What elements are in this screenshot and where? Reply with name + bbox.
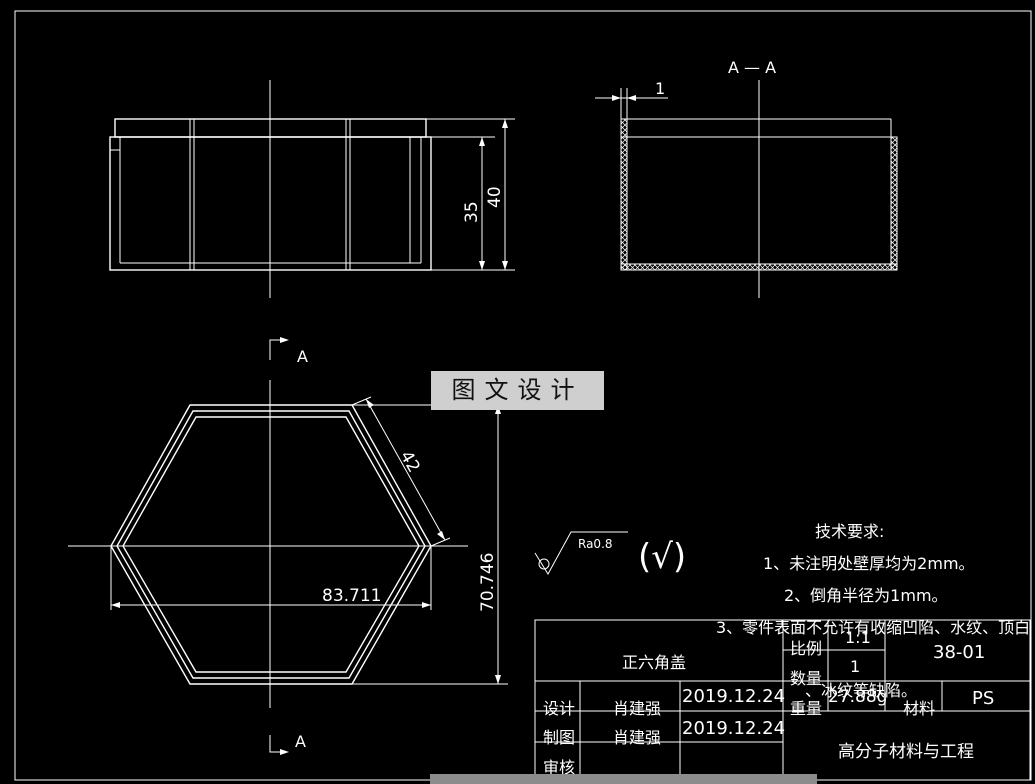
designer-role: 设计 [543,699,575,718]
roughness-symbol: Ra0.8 (√) [534,531,686,577]
hexagon-outer [110,404,432,685]
dim-height-inner: 35 [462,201,482,223]
tech-title: 技术要求: [815,522,884,541]
scale-value: 1:1 [845,628,871,647]
roughness-general-symbol: (√) [638,537,686,577]
weight-label: 重量 [790,699,822,718]
bottom-scrollbar[interactable] [430,774,817,784]
section-label: A — A [728,58,776,77]
section-left-lip [620,118,628,138]
dim-height-outer: 40 [485,186,505,208]
part-name: 正六角盖 [622,653,686,672]
tech-item-4: 、冰纹等缺陷。 [805,681,917,700]
quantity-value: 1 [850,657,860,676]
roughness-value: Ra0.8 [578,537,613,551]
drafter-date: 2019.12.24 [682,718,785,739]
dim-across-flats: 70.746 [478,553,498,612]
scale-label: 比例 [790,639,822,658]
section-left-wall [620,136,628,271]
designer-name: 肖建强 [613,699,661,718]
quantity-label: 数量 [790,669,822,688]
drawing-number: 38-01 [933,642,985,663]
reviewer-role: 审核 [543,758,575,777]
hexagon-middle [116,410,426,679]
tech-item-2: 2、倒角半径为1mm。 [784,586,948,605]
designer-date: 2019.12.24 [682,686,785,707]
organization: 高分子材料与工程 [838,742,974,762]
title-block: 正六角盖 比例 1:1 数量 1 38-01 重量 27.88g 材料 PS 设… [534,619,1031,781]
material-label: 材料 [903,699,935,718]
drafter-role: 制图 [543,728,575,747]
drafter-name: 肖建强 [613,728,661,747]
dim-across-corners: 83.711 [322,586,381,606]
section-mark-bottom: A [295,732,306,751]
section-view: A — A 1 [595,58,898,298]
technical-requirements: 技术要求: 1、未注明处壁厚均为2mm。 2、倒角半径为1mm。 3、零件表面不… [716,522,1030,700]
front-view: 35 40 [109,80,515,298]
material-value: PS [972,688,994,709]
dim-edge: 42 [396,448,424,477]
section-floor [620,263,898,271]
tech-item-1: 1、未注明处壁厚均为2mm。 [763,554,975,573]
watermark-banner: 图文设计 [431,371,604,410]
tech-item-3: 3、零件表面不允许有收缩凹陷、水纹、顶白 [716,618,1030,637]
top-view: A A 42 70.746 83.711 [68,337,508,755]
dim-wall: 1 [655,79,665,98]
section-mark-top: A [297,347,308,366]
weight-value: 27.88g [828,687,887,707]
hexagon-inner [122,416,420,673]
section-right-wall [890,136,898,271]
